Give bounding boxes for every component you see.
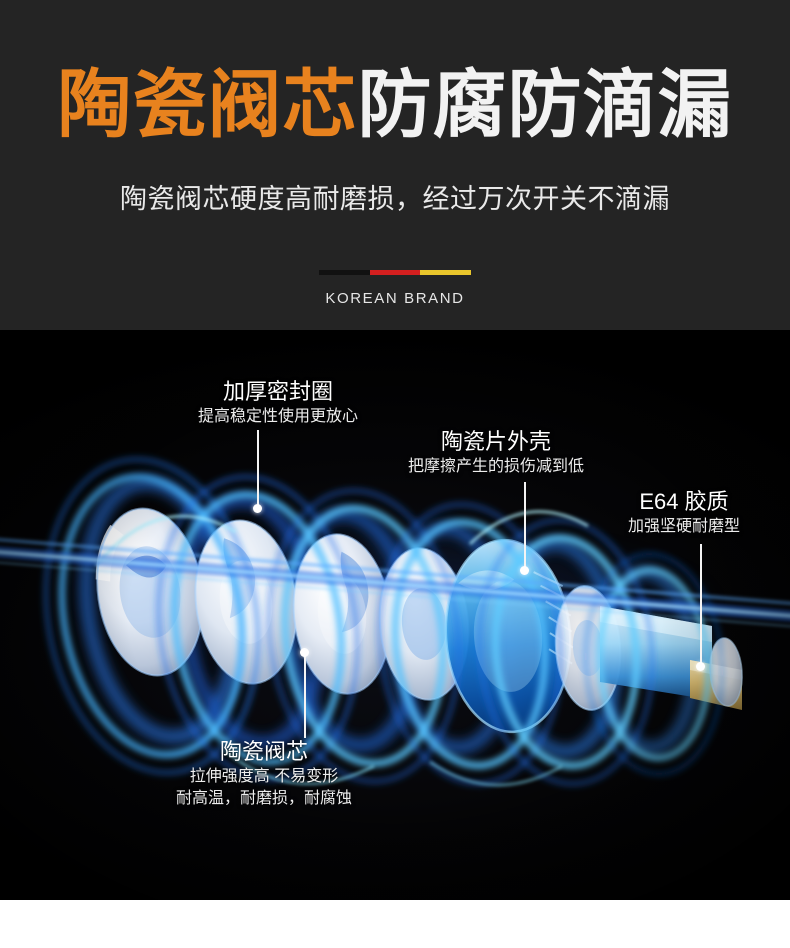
callout-shell-desc: 把摩擦产生的损伤减到低 (408, 457, 585, 475)
callout-cartridge-title: 陶瓷阀芯 (220, 739, 309, 764)
leader-dot-seal (253, 504, 262, 513)
leader-dot-e64 (696, 662, 705, 671)
page-title-plain: 防腐防滴漏 (357, 63, 733, 146)
callout-e64: E64 胶质 加强坚硬耐磨型 (628, 488, 740, 538)
callout-cartridge-desc-1: 拉伸强度高 不易变形 (189, 767, 339, 785)
leader-dot-shell (520, 566, 529, 575)
leader-line-e64 (700, 544, 702, 666)
callout-shell: 陶瓷片外壳 把摩擦产生的损伤减到低 (408, 428, 584, 478)
callout-e64-desc: 加强坚硬耐磨型 (628, 517, 741, 535)
callout-cartridge: 陶瓷阀芯 拉伸强度高 不易变形 耐高温，耐磨损，耐腐蚀 (176, 738, 352, 810)
callout-shell-title: 陶瓷片外壳 (441, 429, 552, 454)
callout-seal-title: 加厚密封圈 (223, 379, 334, 404)
leader-line-cartridge (304, 654, 306, 738)
flag-segment-red (369, 270, 421, 275)
leader-line-seal (257, 430, 259, 508)
product-photo (0, 330, 790, 900)
page-title: 陶瓷阀芯防腐防滴漏 (0, 68, 790, 142)
dark-content-panel: 陶瓷阀芯防腐防滴漏 陶瓷阀芯硬度高耐磨损，经过万次开关不滴漏 KOREAN BR… (0, 0, 790, 900)
callout-seal: 加厚密封圈 提高稳定性使用更放心 (198, 378, 358, 428)
page-title-accent: 陶瓷阀芯 (57, 63, 358, 146)
ceramic-discs (95, 507, 470, 701)
brand-name: KOREAN BRAND (325, 290, 465, 307)
leader-dot-cartridge (300, 648, 309, 657)
leader-line-shell (524, 482, 526, 570)
brand-divider: KOREAN BRAND (0, 262, 790, 307)
flag-bar (319, 270, 471, 275)
page-subtitle: 陶瓷阀芯硬度高耐磨损，经过万次开关不滴漏 (120, 184, 670, 214)
callout-cartridge-desc-2: 耐高温，耐磨损，耐腐蚀 (176, 789, 353, 807)
callout-e64-title: E64 胶质 (639, 489, 729, 514)
flag-segment-black (319, 270, 370, 275)
page-bottom-whitespace (0, 900, 790, 948)
callout-seal-desc: 提高稳定性使用更放心 (198, 407, 359, 425)
flag-segment-yellow (420, 270, 471, 275)
